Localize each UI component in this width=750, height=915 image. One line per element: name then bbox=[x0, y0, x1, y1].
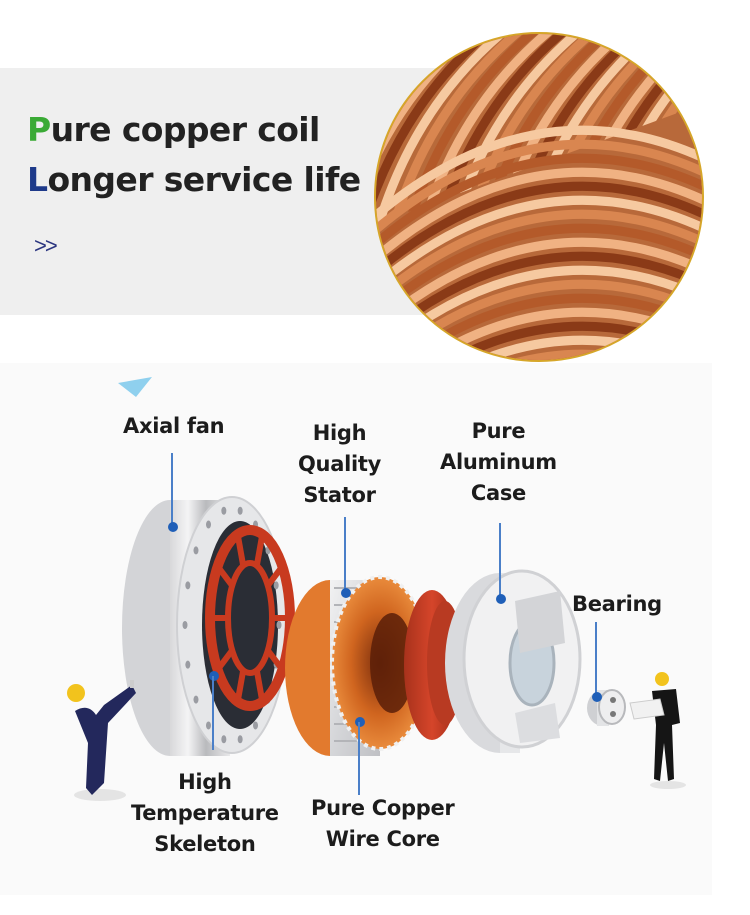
headline-initial-l: L bbox=[27, 160, 48, 199]
callout-dot-aluminum-case bbox=[496, 594, 506, 604]
label-high-temperature-skeleton: High Temperature Skeleton bbox=[131, 770, 279, 856]
callout-dot-bearing bbox=[592, 692, 602, 702]
label-high-quality-stator: High Quality Stator bbox=[298, 421, 381, 507]
label-pure-copper-wire-core: Pure Copper Wire Core bbox=[311, 796, 455, 851]
aluminum-case-part bbox=[445, 569, 582, 753]
engineer-right-figure bbox=[629, 672, 686, 789]
leader-axial-fan bbox=[171, 453, 173, 527]
label-axial-fan: Axial fan bbox=[123, 414, 225, 438]
headline-rest: ure copper coil bbox=[50, 110, 321, 149]
motor-illustration bbox=[67, 377, 686, 801]
skeleton-part bbox=[205, 525, 295, 711]
leader-bearing bbox=[595, 622, 597, 697]
copper-coil-image bbox=[374, 32, 704, 362]
leader-skeleton bbox=[212, 676, 214, 750]
leader-aluminum-case bbox=[499, 523, 501, 599]
callout-dot-stator bbox=[341, 588, 351, 598]
headline-longer-service-life: Longer service life bbox=[27, 160, 361, 199]
motor-exploded-diagram: Axial fan High Quality Stator Pure Alumi… bbox=[0, 363, 712, 895]
callout-dot-wire-core bbox=[355, 717, 365, 727]
more-arrow-link[interactable]: >> bbox=[34, 233, 58, 258]
leader-stator bbox=[344, 517, 346, 593]
callout-dot-skeleton bbox=[209, 671, 219, 681]
leader-wire-core bbox=[358, 722, 360, 795]
fan-blade-hint-icon bbox=[118, 377, 152, 397]
label-bearing: Bearing bbox=[572, 592, 662, 616]
stator-part bbox=[285, 575, 430, 756]
engineer-left-figure bbox=[67, 680, 136, 801]
headline-initial-p: P bbox=[27, 110, 51, 149]
label-pure-aluminum-case: Pure Aluminum Case bbox=[440, 419, 557, 505]
callout-dot-axial-fan bbox=[168, 522, 178, 532]
headline-pure-copper-coil: Pure copper coil bbox=[27, 110, 320, 149]
headline-rest: onger service life bbox=[47, 160, 361, 199]
